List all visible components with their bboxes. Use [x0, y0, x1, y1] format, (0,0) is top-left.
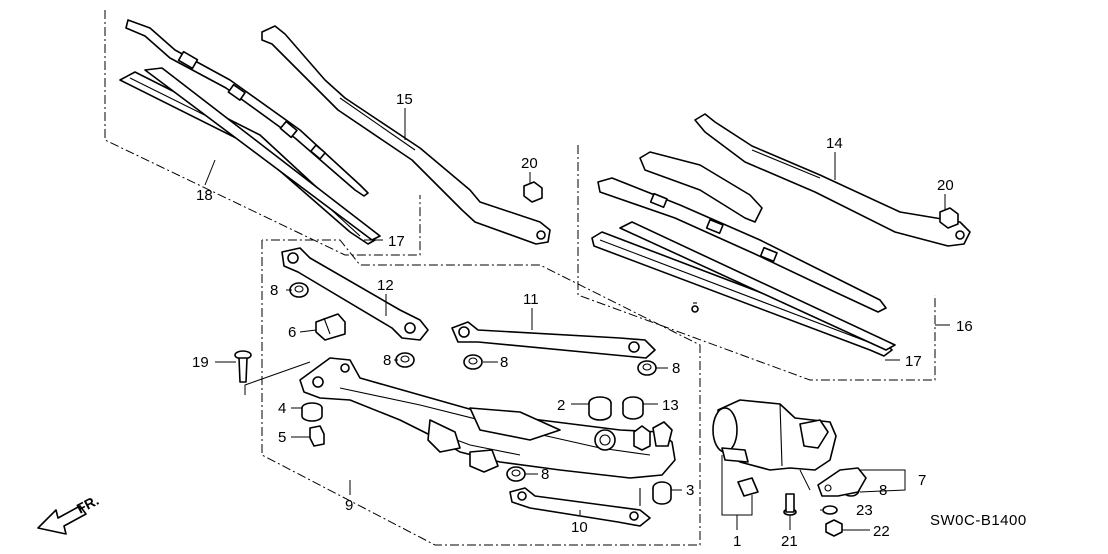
nut-cap-left [523, 181, 543, 203]
group-outline-left-blade [104, 10, 421, 256]
group-outline-linkage [261, 239, 701, 546]
washer-23 [822, 505, 838, 515]
callouts: 1 2 3 4 5 6 7 8 8 8 8 8 8 9 10 11 12 13 … [192, 91, 973, 550]
bushing-3 [652, 481, 672, 505]
bracket-7 [817, 467, 867, 497]
callout-8a: 8 [270, 282, 278, 299]
callout-14: 14 [826, 135, 843, 152]
left-wiper-arm [261, 25, 551, 245]
callout-13: 13 [662, 397, 679, 414]
bushing-8-c [463, 354, 483, 370]
callout-6: 6 [288, 324, 296, 341]
callout-20a: 20 [521, 155, 538, 172]
bushing-2 [588, 396, 612, 421]
callout-10: 10 [571, 519, 588, 536]
callout-19: 19 [192, 354, 209, 371]
leader-lines [204, 108, 950, 531]
callout-23: 23 [856, 502, 873, 519]
callout-8d: 8 [672, 360, 680, 377]
link-rod-10 [509, 487, 651, 527]
callout-21: 21 [781, 533, 798, 550]
callout-12: 12 [377, 277, 394, 294]
callout-17a: 17 [388, 233, 405, 250]
callout-5: 5 [278, 429, 286, 446]
callout-22: 22 [873, 523, 890, 540]
callout-3: 3 [686, 482, 694, 499]
callout-8b: 8 [383, 352, 391, 369]
bushing-8-d [637, 360, 657, 376]
callout-16: 16 [956, 318, 973, 335]
callout-7: 7 [918, 472, 926, 489]
callout-20b: 20 [937, 177, 954, 194]
callout-17b: 17 [905, 353, 922, 370]
bushing-8-a [289, 282, 309, 298]
bolt-21 [783, 493, 797, 516]
right-wiper-blade [597, 151, 887, 313]
callout-9: 9 [345, 497, 353, 514]
callout-15: 15 [396, 91, 413, 108]
bushing-8-b [395, 352, 415, 368]
callout-18: 18 [196, 187, 213, 204]
right-blade-refill [591, 221, 896, 357]
nut-cap-right [939, 207, 959, 229]
callout-8f: 8 [879, 482, 887, 499]
nut-22 [825, 519, 843, 537]
callout-2: 2 [557, 397, 565, 414]
callout-8c: 8 [500, 354, 508, 371]
wiper-motor [712, 399, 837, 497]
grommet-4 [301, 402, 323, 422]
group-outline-right-blade [577, 145, 936, 381]
wiper-linkage-frame [299, 357, 676, 479]
bolt-19 [234, 350, 252, 383]
callout-11: 11 [523, 291, 539, 308]
clip-6 [315, 313, 346, 341]
link-rod-11 [451, 321, 656, 359]
diagram-reference-code: SW0C-B1400 [930, 512, 1027, 529]
left-wiper-blade [125, 19, 369, 197]
right-wiper-arm [694, 113, 971, 247]
collar-5 [309, 425, 325, 447]
bushing-13 [622, 396, 644, 420]
front-direction-arrow: FR. [37, 492, 101, 535]
callout-4: 4 [278, 400, 286, 417]
link-rod-12 [281, 247, 429, 341]
callout-8e: 8 [541, 466, 549, 483]
bushing-8-e [506, 466, 526, 482]
callout-1: 1 [733, 533, 741, 550]
